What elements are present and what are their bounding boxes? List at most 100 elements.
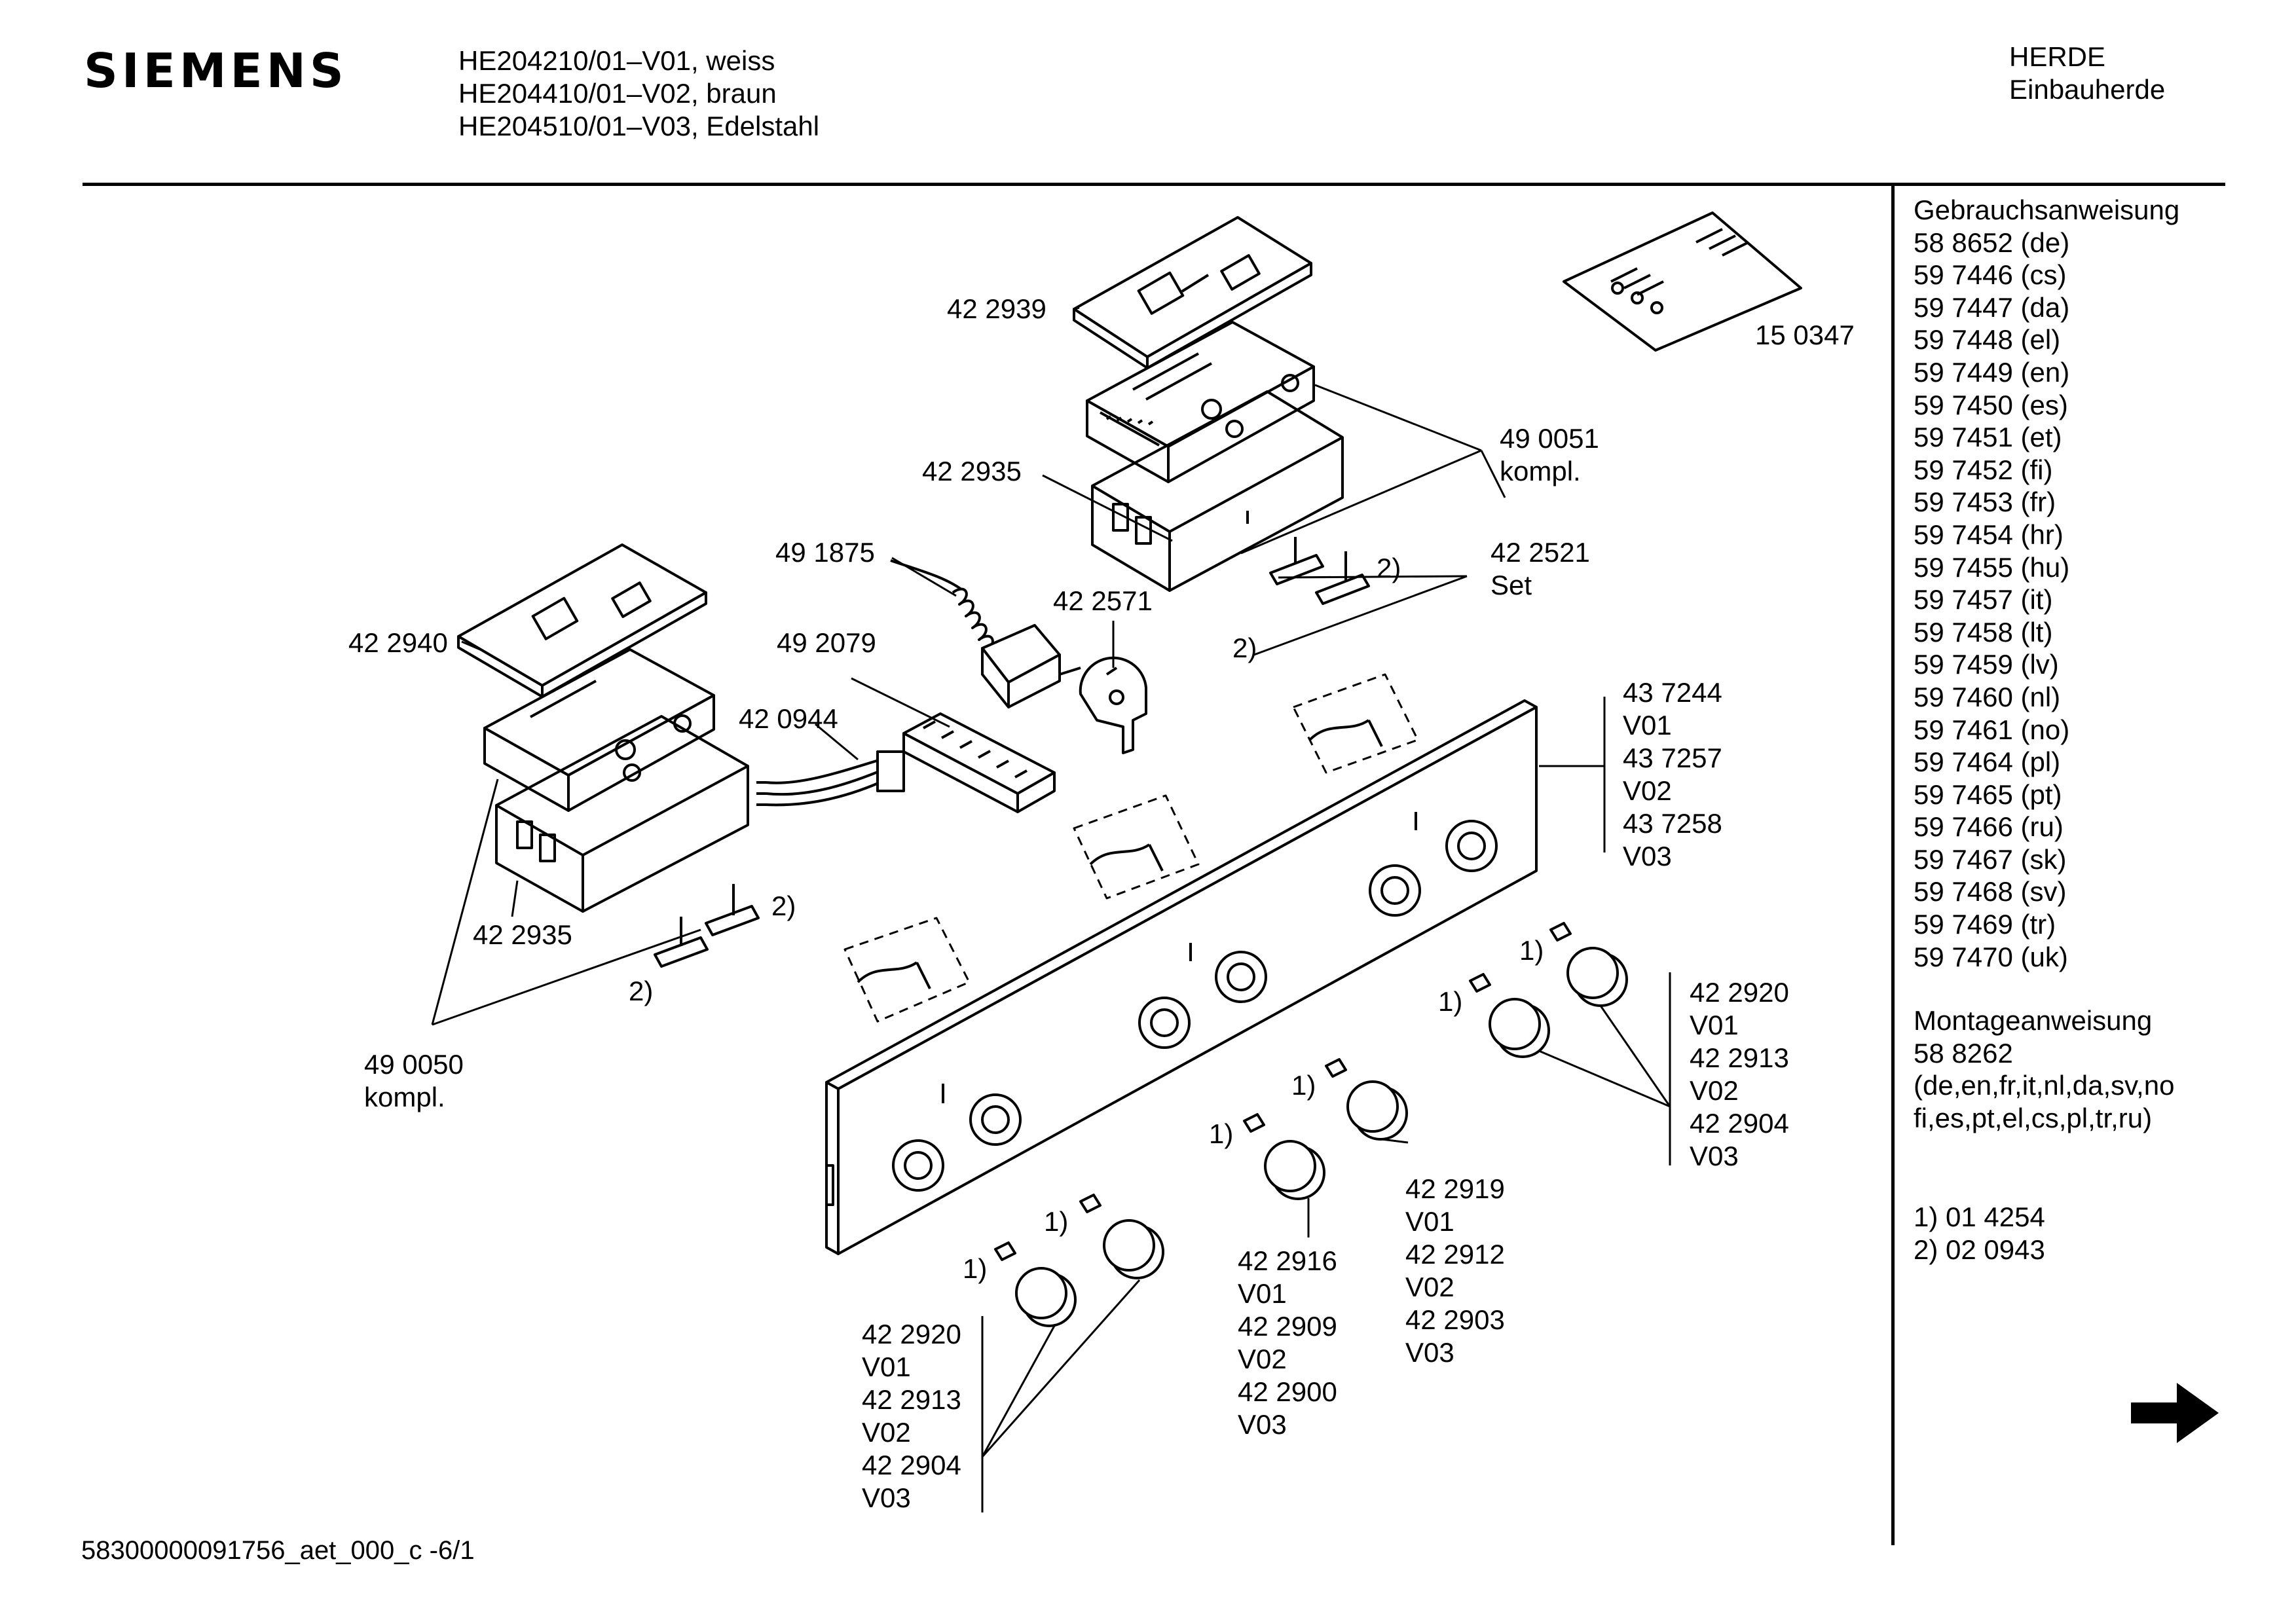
- part-label: 42 0944: [739, 703, 838, 734]
- manual-item: 59 7465 (pt): [1914, 779, 2062, 810]
- manual-item: 58 8652 (de): [1914, 227, 2070, 258]
- part-label: V02: [1623, 775, 1672, 806]
- footnote-ref: 2): [1232, 632, 1257, 663]
- part-label: 49 0050: [364, 1049, 464, 1080]
- category-line: HERDE: [2009, 41, 2106, 72]
- part-label: 42 2935: [922, 456, 1022, 486]
- manual-item: 59 7468 (sv): [1914, 876, 2067, 907]
- part-label: V01: [1623, 710, 1672, 741]
- product-category: HERDE Einbauherde: [2009, 41, 2165, 106]
- part-label: V01: [1405, 1206, 1454, 1237]
- part-label: V03: [1238, 1409, 1287, 1440]
- part-label: 43 7257: [1623, 742, 1722, 773]
- part-label: 42 2904: [1690, 1108, 1789, 1139]
- manual-item: 59 7446 (cs): [1914, 259, 2067, 291]
- model-line: HE204210/01–V01, weiss: [458, 45, 775, 76]
- part-label: 15 0347: [1755, 320, 1855, 350]
- model-list: HE204210/01–V01, weiss HE204410/01–V02, …: [458, 45, 819, 143]
- panel-switch-outline: [843, 673, 1419, 1023]
- part-label: 42 2916: [1238, 1245, 1337, 1276]
- part-label: 42 2571: [1053, 585, 1153, 616]
- footnote: 1) 01 4254: [1914, 1201, 2045, 1232]
- switch-cover-top: [1073, 216, 1312, 369]
- manual-item: 59 7469 (tr): [1914, 909, 2056, 940]
- part-label: 42 2935: [473, 919, 572, 950]
- part-label: V03: [1623, 841, 1672, 871]
- manual-item: 59 7457 (it): [1914, 584, 2053, 615]
- footnote-ref: 1): [1519, 935, 1544, 966]
- header-divider: [83, 183, 2225, 186]
- part-label: 42 2919: [1405, 1173, 1505, 1204]
- clip-top: [1269, 537, 1370, 605]
- control-panel: [825, 699, 1538, 1255]
- thermostat-part: [890, 559, 1081, 708]
- manual-list: Gebrauchsanweisung 58 8652 (de) 59 7446 …: [1914, 194, 2179, 973]
- brand-logo: SIEMENS: [84, 43, 348, 98]
- terminal-block: [902, 712, 1056, 813]
- part-label: V01: [1690, 1010, 1739, 1040]
- assembly-line: 58 8262: [1914, 1037, 2013, 1069]
- manual-item: 59 7467 (sk): [1914, 843, 2067, 875]
- footnote: 2) 02 0943: [1914, 1234, 2045, 1265]
- footnote-ref: 1): [963, 1253, 987, 1284]
- part-label: V03: [862, 1482, 911, 1513]
- part-label: 43 7244: [1623, 677, 1722, 708]
- sidebar-divider: [1891, 185, 1895, 1545]
- manual-item: 59 7461 (no): [1914, 714, 2070, 745]
- panel-switch-detail: [857, 719, 1383, 989]
- category-line: Einbauherde: [2009, 74, 2166, 105]
- part-label: 42 2909: [1238, 1311, 1337, 1342]
- manual-item: 59 7450 (es): [1914, 389, 2068, 420]
- part-label: 42 2913: [862, 1384, 961, 1415]
- manual-item: 59 7464 (pl): [1914, 746, 2061, 778]
- part-label: 43 7258: [1623, 808, 1722, 839]
- part-label: V03: [1690, 1141, 1739, 1171]
- part-label: V02: [1238, 1344, 1287, 1374]
- manual-item: 59 7451 (et): [1914, 422, 2062, 453]
- manual-item: 59 7447 (da): [1914, 291, 2070, 323]
- footnote-ref: 2): [771, 890, 796, 921]
- control-knob: [994, 922, 1628, 1327]
- part-label: Set: [1491, 570, 1532, 600]
- manual-item: 59 7449 (en): [1914, 356, 2070, 388]
- footnote-ref: 2): [1377, 553, 1401, 583]
- assembly-line: (de,en,fr,it,nl,da,sv,no: [1914, 1070, 2175, 1101]
- part-labels: 42 2939 15 0347 42 2935 49 0051 kompl. 4…: [348, 293, 1855, 1513]
- part-label: V02: [1690, 1075, 1739, 1106]
- footnote-ref: 1): [1438, 986, 1462, 1017]
- footnote-ref: 1): [1044, 1206, 1068, 1237]
- manual-item: 59 7458 (lt): [1914, 616, 2053, 648]
- manual-item: 59 7470 (uk): [1914, 941, 2068, 972]
- part-label: kompl.: [1500, 456, 1581, 486]
- manual-item: 59 7448 (el): [1914, 324, 2061, 356]
- part-label: 42 2939: [947, 293, 1046, 324]
- manual-item: 59 7453 (fr): [1914, 486, 2056, 518]
- part-label: 42 2904: [862, 1450, 961, 1480]
- footnotes: 1) 01 4254 2) 02 0943: [1914, 1201, 2045, 1266]
- part-label: V02: [1405, 1272, 1454, 1302]
- part-label: kompl.: [364, 1082, 445, 1112]
- manual-item: 59 7455 (hu): [1914, 551, 2070, 583]
- assembly-instructions: Montageanweisung 58 8262 (de,en,fr,it,nl…: [1914, 1004, 2174, 1134]
- part-label: 42 2521: [1491, 537, 1590, 568]
- footnote-ref: 1): [1209, 1118, 1233, 1149]
- switch-cover-lower: [457, 543, 707, 698]
- manual-item: 59 7460 (nl): [1914, 681, 2061, 712]
- document-code: 58300000091756_aet_000_c -6/1: [81, 1536, 475, 1565]
- manual-item: 59 7452 (fi): [1914, 454, 2053, 485]
- manual-item: 59 7466 (ru): [1914, 811, 2064, 843]
- assembly-line: fi,es,pt,el,cs,pl,tr,ru): [1914, 1102, 2153, 1133]
- part-label: V01: [1238, 1278, 1287, 1309]
- wire-harness: [756, 750, 905, 807]
- part-label: 49 2079: [777, 627, 876, 658]
- clip-lower: [654, 884, 760, 968]
- part-label: 42 2912: [1405, 1239, 1505, 1270]
- part-label: 42 2920: [862, 1319, 961, 1349]
- right-arrow-icon[interactable]: [2131, 1380, 2220, 1446]
- screw-bag: [1563, 211, 1802, 352]
- part-label: 42 2920: [1690, 977, 1789, 1008]
- part-label: 49 0051: [1500, 423, 1599, 454]
- switch-housing-lower: [495, 715, 749, 913]
- part-label: 42 2913: [1690, 1042, 1789, 1073]
